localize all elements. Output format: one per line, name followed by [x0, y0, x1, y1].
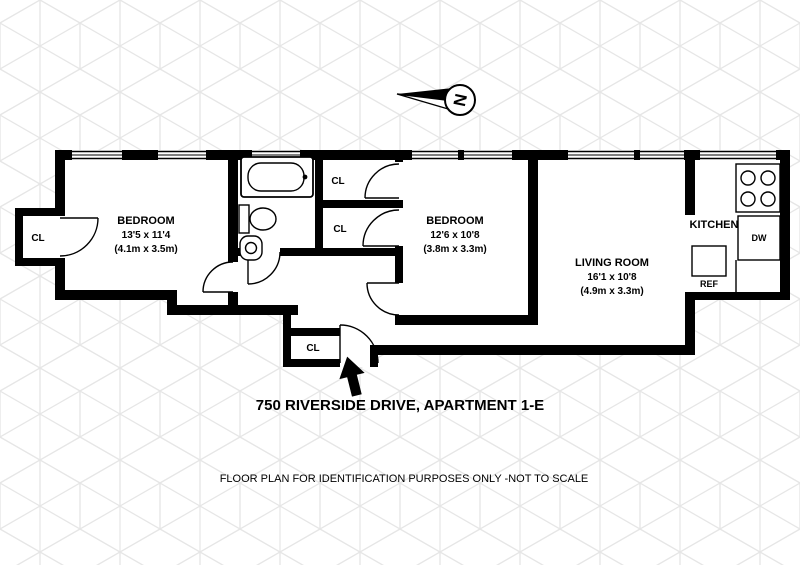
compass-north-indicator: N: [396, 84, 476, 116]
window: [700, 150, 776, 160]
dishwasher: DW: [737, 215, 781, 261]
closet-left-door: [59, 217, 99, 257]
plan-disclaimer: FLOOR PLAN FOR IDENTIFICATION PURPOSES O…: [220, 473, 589, 485]
toilet: [238, 204, 277, 234]
plan-title: 750 RIVERSIDE DRIVE, APARTMENT 1-E: [256, 397, 544, 414]
sink: [239, 235, 263, 261]
closet-left-label: CL: [31, 233, 44, 244]
window: [464, 150, 512, 160]
living-room-name: LIVING ROOM: [575, 257, 649, 269]
kitchen-name: KITCHEN: [690, 219, 739, 231]
closet-hall-lower-label: CL: [333, 224, 346, 235]
bedroom2-name: BEDROOM: [426, 215, 483, 227]
refrigerator-label: REF: [700, 279, 719, 289]
window: [412, 150, 458, 160]
doors: [59, 163, 400, 364]
window: [72, 150, 122, 160]
bedroom1-door: [202, 261, 234, 293]
closet-hall-upper-door: [364, 163, 400, 199]
bedroom2-door: [366, 282, 400, 316]
room-labels: BEDROOM 13'5 x 11'4 (4.1m x 3.5m) BEDROO…: [31, 176, 738, 354]
compass-north-label: N: [450, 92, 471, 108]
window: [640, 150, 684, 160]
bedroom1-dim-metric: (4.1m x 3.5m): [114, 244, 177, 255]
closet-entry-label: CL: [306, 343, 319, 354]
bedroom2-dim-metric: (3.8m x 3.3m): [423, 244, 486, 255]
kitchen-fixtures: DW REF: [691, 163, 781, 292]
refrigerator: REF: [691, 245, 727, 289]
living-room-dim-metric: (4.9m x 3.3m): [580, 286, 643, 297]
window: [158, 150, 206, 160]
window: [568, 150, 634, 160]
entry-door: [339, 324, 379, 364]
entry-arrow-icon: [339, 356, 365, 397]
bedroom1-name: BEDROOM: [117, 215, 174, 227]
bathroom-fixtures: [238, 156, 314, 261]
stove: [735, 163, 781, 213]
compass-circle: [444, 84, 476, 116]
windows: [72, 150, 776, 160]
living-room-dim-imperial: 16'1 x 10'8: [587, 272, 637, 283]
closet-hall-upper-label: CL: [331, 176, 344, 187]
bathtub: [240, 156, 314, 198]
bedroom2-dim-imperial: 12'6 x 10'8: [430, 230, 480, 241]
bedroom1-dim-imperial: 13'5 x 11'4: [122, 230, 171, 241]
dishwasher-label: DW: [752, 233, 767, 243]
closet-hall-lower-door: [362, 209, 400, 247]
compass-needle-dark: [397, 88, 453, 100]
